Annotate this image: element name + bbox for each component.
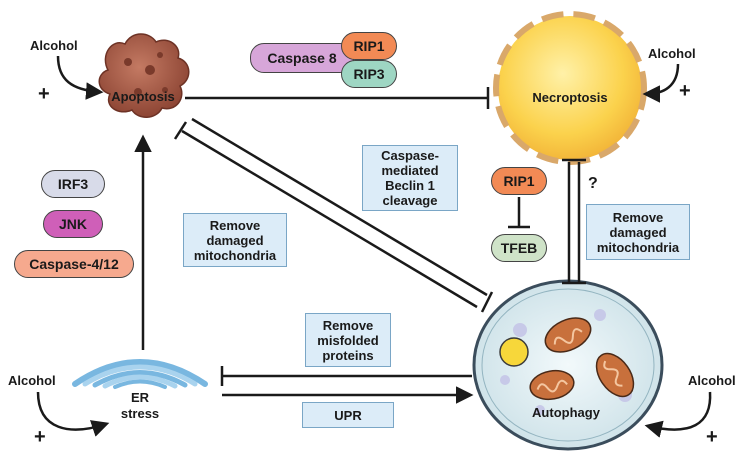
rip1-pill-top: RIP1 — [341, 32, 397, 60]
apoptosis-label: Apoptosis — [111, 89, 175, 104]
plus-sign-necroptosis: + — [679, 80, 691, 102]
box-text: damaged — [609, 224, 667, 240]
alcohol-arrow-apoptosis — [56, 55, 104, 100]
remove-mito-box-right: Remove damaged mitochondria — [586, 204, 690, 260]
mitochondrion-icon — [529, 369, 575, 401]
alcohol-arrow-er — [36, 391, 110, 437]
box-text: mitochondria — [193, 247, 277, 263]
box-text: Caspase- — [381, 148, 439, 163]
mitochondrion-icon — [544, 317, 592, 353]
box-text: proteins — [322, 347, 374, 363]
rip1-pill-side: RIP1 — [491, 167, 547, 195]
rip3-pill: RIP3 — [341, 60, 397, 88]
box-text: cleavage — [382, 193, 438, 208]
box-text: Remove — [209, 217, 261, 233]
box-text: mediated — [381, 163, 439, 178]
inhibit-apoptosis-necroptosis — [185, 87, 490, 109]
alcohol-label-autophagy: Alcohol — [688, 373, 736, 388]
plus-sign-apoptosis: + — [38, 83, 50, 105]
alcohol-arrow-necroptosis — [642, 63, 680, 103]
alcohol-label-apoptosis: Alcohol — [30, 38, 78, 53]
box-text: damaged — [206, 232, 264, 248]
autophagy-label: Autophagy — [532, 405, 601, 420]
inhibit-autophagy-necroptosis — [562, 158, 586, 285]
plus-sign-autophagy: + — [706, 426, 718, 448]
tfeb-pill: TFEB — [491, 234, 547, 262]
box-text: misfolded — [317, 332, 379, 348]
alcohol-arrow-autophagy — [644, 391, 712, 438]
jnk-pill: JNK — [43, 210, 103, 238]
apoptosis-cell-icon — [98, 33, 190, 118]
inhibit-rip1-tfeb — [508, 197, 530, 229]
stress-label: stress — [121, 406, 159, 421]
inhibit-autophagy-apoptosis — [173, 117, 494, 313]
inhibit-autophagy-er — [220, 366, 472, 386]
autophagy-cell-icon — [472, 279, 664, 451]
plus-sign-er: + — [34, 426, 46, 448]
caspase8-pill: Caspase 8 — [250, 43, 354, 73]
box-text: Remove — [612, 209, 664, 225]
alcohol-label-necroptosis: Alcohol — [648, 46, 696, 61]
beclin-cleavage-box: Caspase- mediated Beclin 1 cleavage — [362, 145, 458, 211]
box-text: mitochondria — [596, 239, 680, 255]
necroptosis-label: Necroptosis — [532, 90, 607, 105]
mitochondrion-icon — [595, 352, 635, 398]
box-text: Beclin 1 — [385, 178, 435, 193]
irf3-pill: IRF3 — [41, 170, 105, 198]
upr-box: UPR — [302, 402, 394, 428]
necroptosis-cell-icon — [493, 11, 647, 165]
alcohol-label-er: Alcohol — [8, 373, 56, 388]
er-label: ER — [131, 390, 150, 405]
box-text: Remove — [322, 317, 374, 333]
question-mark: ? — [588, 175, 598, 192]
er-stress-icon — [72, 359, 208, 389]
caspase412-pill: Caspase-4/12 — [14, 250, 134, 278]
remove-mito-box-left: Remove damaged mitochondria — [183, 213, 287, 267]
remove-misfolded-box: Remove misfolded proteins — [305, 313, 391, 367]
